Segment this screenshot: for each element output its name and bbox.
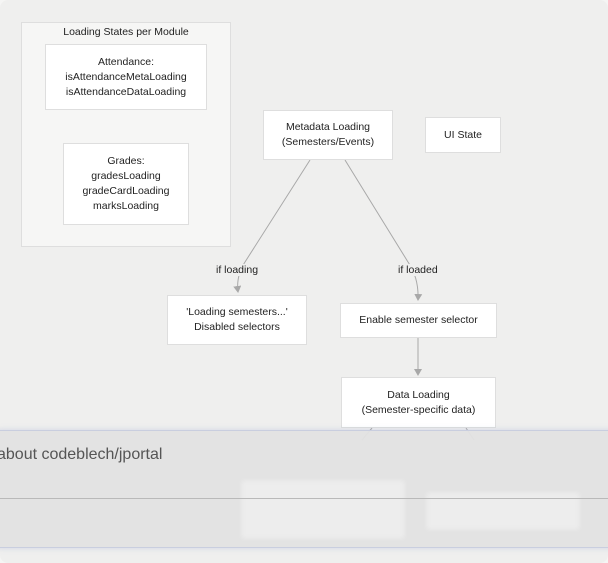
group-title: Loading States per Module [63,26,189,38]
data-loading-node: Data Loading (Semester-specific data) [341,377,496,428]
edge-metadata-to-enable [344,159,423,301]
node-line: gradesLoading [91,170,161,182]
metadata-loading-node: Metadata Loading (Semesters/Events) [263,110,393,160]
node-line: 'Loading semesters...' [186,306,288,318]
panel-title: about codeblech/jportal [0,446,163,463]
node-line: Attendance: [97,55,155,68]
grades-loading-node: Grades: gradesLoading gradeCardLoading m… [63,143,189,225]
edge-label-if-loading: if loading [215,264,260,276]
node-line: Disabled selectors [194,321,280,333]
node-line: UI State [444,128,482,141]
ui-state-node: UI State [425,117,501,153]
repo-about-panel[interactable]: about codeblech/jportal [0,430,608,548]
node-line: isAttendanceDataLoading [65,85,187,98]
node-line: Metadata Loading [285,121,371,133]
enable-semester-selector-node: Enable semester selector [340,303,497,338]
node-line: (Semesters/Events) [281,136,375,148]
edge-label-if-loaded: if loaded [397,264,439,276]
loading-semesters-node: 'Loading semesters...' Disabled selector… [167,295,307,345]
blurred-node [242,481,404,538]
node-line: Data Loading [387,388,450,401]
panel-divider [0,498,608,499]
node-line: (Semester-specific data) [361,403,476,416]
node-line: gradeCardLoading [82,185,170,197]
node-line: marksLoading [93,200,159,212]
blurred-node [427,493,579,529]
attendance-loading-node: Attendance: isAttendanceMetaLoading isAt… [45,44,207,110]
node-line: Enable semester selector [359,314,478,326]
node-line: isAttendanceMetaLoading [65,70,187,83]
node-line: Grades: [107,155,145,167]
